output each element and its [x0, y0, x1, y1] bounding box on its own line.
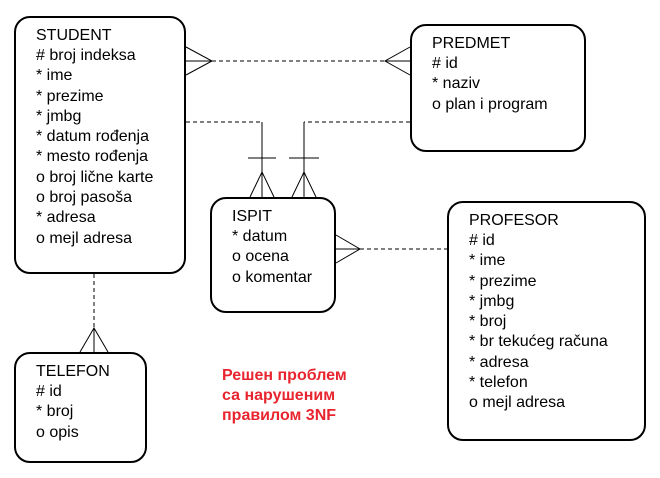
attribute-list: # broj indeksa * ime * prezime * jmbg * …	[36, 46, 174, 249]
attribute: o broj lične karte	[36, 168, 154, 186]
annotation-note: Решен проблем са нарушеним правилом 3NF	[222, 366, 347, 426]
attribute: o plan i program	[432, 95, 548, 113]
attribute: * naziv	[432, 75, 481, 93]
attribute: * datum rođenja	[36, 128, 149, 146]
relationship-student-predmet	[185, 46, 411, 76]
attribute: * jmbg	[469, 292, 515, 310]
attribute: o ocena	[232, 248, 289, 266]
attribute: * br tekućeg računa	[469, 333, 608, 351]
entity-title: PREDMET	[432, 35, 511, 52]
attribute: o mejl adresa	[469, 394, 566, 412]
attribute: * adresa	[469, 353, 529, 371]
attribute: # id	[469, 232, 495, 249]
attribute: # id	[36, 383, 62, 400]
relationship-ispit-profesor	[335, 234, 447, 264]
note-line: Решен проблем	[222, 367, 347, 384]
attribute: # broj indeksa	[36, 47, 136, 64]
attribute: * adresa	[36, 209, 96, 227]
attribute: o mejl adresa	[36, 229, 133, 247]
entity-student: STUDENT # broj indeksa * ime * prezime *…	[14, 16, 186, 274]
entity-predmet: PREDMET # id * naziv o plan i program	[410, 24, 586, 152]
attribute: * telefon	[469, 374, 528, 392]
entity-ispit: ISPIT * datum o ocena o komentar	[210, 197, 336, 313]
attribute: * broj	[36, 403, 74, 421]
entity-title: PROFESOR	[469, 212, 559, 229]
attribute-list: # id * naziv o plan i program	[432, 54, 574, 115]
attribute: * prezime	[469, 272, 537, 290]
attribute-list: * datum o ocena o komentar	[232, 227, 324, 288]
entity-title: ISPIT	[232, 208, 273, 225]
attribute: * ime	[469, 252, 506, 270]
relationship-student-telefon	[79, 274, 109, 353]
note-line: са нарушеним	[222, 387, 336, 404]
entity-title: TELEFON	[36, 363, 110, 380]
attribute: * mesto rođenja	[36, 148, 149, 166]
relationship-predmet-ispit	[289, 121, 410, 198]
attribute: * datum	[232, 228, 288, 245]
attribute-list: # id * ime * prezime * jmbg * broj * br …	[469, 231, 634, 414]
attribute: * ime	[36, 67, 73, 85]
entity-title: STUDENT	[36, 27, 112, 44]
attribute: # id	[432, 55, 458, 72]
attribute: o opis	[36, 423, 79, 441]
note-line: правилом 3NF	[222, 407, 337, 424]
entity-telefon: TELEFON # id * broj o opis	[14, 352, 147, 463]
attribute: o broj pasoša	[36, 189, 133, 207]
attribute: * jmbg	[36, 107, 82, 125]
attribute: o komentar	[232, 268, 313, 286]
attribute-list: # id * broj o opis	[36, 382, 135, 443]
entity-profesor: PROFESOR # id * ime * prezime * jmbg * b…	[447, 201, 646, 441]
attribute: * prezime	[36, 87, 104, 105]
relationship-student-ispit	[186, 121, 276, 198]
attribute: * broj	[469, 313, 507, 331]
